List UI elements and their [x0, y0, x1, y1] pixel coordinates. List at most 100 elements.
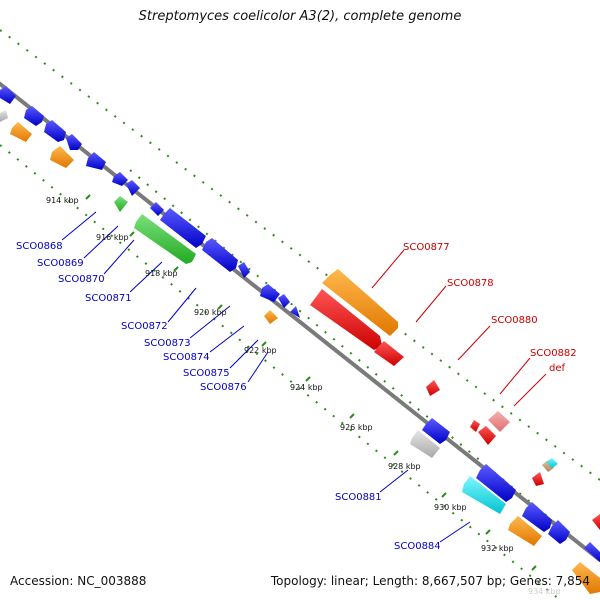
connector-sco0881	[379, 469, 409, 493]
gene-label-sco0880: SCO0880	[491, 315, 538, 326]
gene-blue-f	[126, 180, 140, 196]
connector-sco0878	[415, 285, 447, 323]
gene-label-sco0869: SCO0869	[37, 258, 84, 269]
gene-label-sco0881: SCO0881	[335, 492, 382, 503]
gene-label-sco0884: SCO0884	[394, 541, 441, 552]
gene-label-sco0877: SCO0877	[403, 242, 450, 253]
gene-label-sco0874: SCO0874	[163, 352, 210, 363]
connector-sco0877	[371, 249, 405, 289]
guide-dots-outer-right	[0, 29, 600, 481]
kbp-label-926: 926 kbp	[340, 423, 373, 432]
kbp-label-914: 914 kbp	[46, 196, 79, 205]
tick-916	[129, 231, 135, 237]
tick-918	[173, 266, 179, 272]
gene-label-def: def	[549, 363, 566, 374]
label-connectors-right	[371, 249, 547, 407]
gene-sco0869	[150, 202, 164, 216]
tick-932	[485, 529, 491, 535]
gene-blue-k	[548, 520, 570, 544]
tick-914	[85, 194, 91, 200]
gene-fwd-red-edge	[592, 514, 600, 530]
gene-left-edge-1	[0, 86, 16, 104]
connector-sco0874	[209, 325, 245, 353]
kbp-label-924: 924 kbp	[290, 383, 323, 392]
gene-sco0879	[374, 341, 404, 366]
kbp-label-930: 930 kbp	[434, 503, 467, 512]
connector-sco0871	[129, 261, 163, 293]
gene-sco0874	[278, 294, 290, 308]
tick-934	[531, 565, 537, 571]
gene-blue-c	[66, 134, 82, 150]
kbp-label-932: 932 kbp	[481, 544, 514, 553]
connector-sco0870	[103, 239, 135, 275]
gene-sco0872	[202, 238, 238, 272]
tick-920	[217, 304, 223, 310]
gene-fwd-tan	[542, 460, 554, 472]
connector-sco0868	[61, 211, 97, 241]
tick-926	[349, 413, 355, 419]
gene-sco0878	[310, 289, 382, 350]
gene-sco0881	[410, 430, 440, 458]
gene-blue-d	[86, 152, 106, 170]
guide-dots-left	[0, 144, 561, 600]
tick-924	[305, 376, 311, 382]
kbp-label-928: 928 kbp	[388, 462, 421, 471]
gene-sco0880	[426, 380, 440, 396]
connector-sco0882	[499, 357, 531, 395]
genes-forward	[310, 269, 600, 530]
gene-fwd-small-1	[532, 472, 544, 486]
gene-blue-i	[476, 464, 516, 502]
gene-label-sco0878: SCO0878	[447, 278, 494, 289]
kbp-label-916: 916 kbp	[96, 233, 129, 242]
gene-label-sco0875: SCO0875	[183, 368, 230, 379]
gene-label-sco0872: SCO0872	[121, 321, 168, 332]
genome-title: Streptomyces coelicolor A3(2), complete …	[138, 9, 462, 24]
gene-sco0875	[264, 310, 278, 324]
tick-928	[393, 450, 399, 456]
tick-930	[441, 492, 447, 498]
gene-label-sco0870: SCO0870	[58, 274, 105, 285]
gene-label-sco0873: SCO0873	[144, 338, 191, 349]
connector-def	[513, 373, 547, 407]
label-connectors-left	[61, 211, 471, 543]
kbp-labels: 914 kbp 916 kbp 918 kbp 920 kbp 922 kbp …	[46, 196, 561, 596]
gene-blue-g	[238, 262, 250, 278]
gene-sco0877	[322, 269, 398, 336]
connector-sco0884	[439, 521, 471, 543]
gene-labels-left: SCO0868 SCO0869 SCO0870 SCO0871 SCO0872 …	[16, 241, 441, 552]
gene-def-2	[478, 426, 496, 445]
connector-sco0875	[229, 339, 259, 369]
gene-sco0884	[462, 476, 506, 514]
connector-sco0873	[189, 305, 231, 339]
gene-blue-h	[422, 418, 450, 444]
gene-blue-e	[112, 172, 128, 186]
gene-sco0868	[114, 196, 128, 212]
gene-blue-a	[24, 106, 44, 126]
gene-label-sco0871: SCO0871	[85, 293, 132, 304]
gene-labels-right: SCO0877 SCO0878 SCO0880 SCO0882 def	[403, 242, 577, 374]
gene-def	[470, 420, 480, 432]
gene-sco0876	[290, 306, 300, 318]
connector-sco0876	[247, 351, 269, 383]
connector-sco0880	[457, 325, 491, 361]
kbp-ticks	[85, 194, 537, 571]
gene-left-edge-gray	[0, 110, 8, 122]
genome-summary: Topology: linear; Length: 8,667,507 bp; …	[270, 574, 590, 588]
gene-orange-edge	[572, 562, 600, 594]
gene-orange-b	[50, 146, 74, 168]
gene-label-sco0868: SCO0868	[16, 241, 63, 252]
gene-orange-a	[10, 122, 32, 142]
gene-blue-edge	[584, 542, 600, 562]
connector-sco0869	[83, 225, 119, 259]
genes-reverse	[0, 86, 600, 594]
kbp-label-920: 920 kbp	[194, 308, 227, 317]
gene-blue-b	[44, 120, 66, 142]
accession-label: Accession: NC_003888	[10, 574, 147, 588]
gene-sco0873	[260, 284, 280, 302]
gene-sco0870	[160, 208, 206, 248]
gene-label-sco0882: SCO0882	[530, 348, 577, 359]
gene-fwd-cyan-small	[546, 458, 558, 468]
gene-orange-c	[508, 516, 542, 546]
